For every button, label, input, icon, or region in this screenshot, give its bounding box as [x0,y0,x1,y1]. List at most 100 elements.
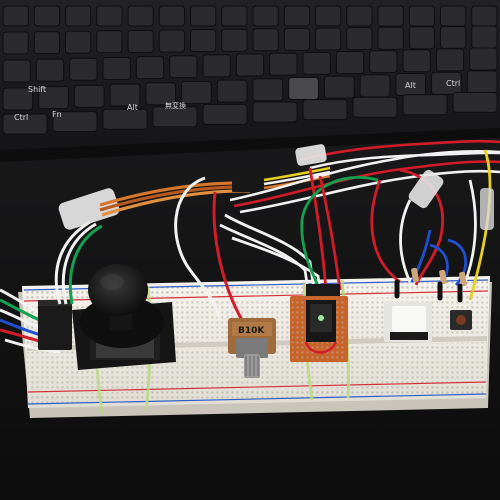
joystick-cap [88,264,148,316]
keycap [302,51,331,75]
joystick-connector [38,300,72,350]
keycap [2,87,34,111]
keycap [221,5,248,27]
keycap [335,50,365,74]
joystick-module [72,264,176,370]
dupont-connector-top [232,176,264,192]
keycap [369,50,398,74]
header-pins [306,284,340,296]
black-jumpers-right [394,279,463,303]
keycap [127,29,154,53]
heat-shrink-far-right [480,188,494,230]
keycap [2,5,29,27]
tactile-button [450,310,472,330]
keycap [252,78,284,102]
heat-shrink-right [408,169,444,209]
keycap [33,31,60,55]
keycap [408,26,435,50]
keycap [65,5,92,27]
keycap [202,54,231,78]
keycap [402,94,448,116]
keycap [73,84,105,108]
keyboard: Shift Ctrl Fn Alt 無変換 Alt Ctrl [0,0,500,162]
keycap [352,96,398,118]
proto-board [290,296,348,362]
keycap [152,106,198,128]
key-label-ctrl-right: Ctrl [446,79,460,88]
keycap [452,91,498,113]
key-label-henkan: 無変換 [165,101,186,110]
led-module [384,302,432,342]
right-wire-bundle [229,139,500,214]
bottom-rail-blue [27,393,487,405]
key-label-shift: Shift [28,85,46,94]
keycap [158,5,185,27]
keycap [102,108,148,130]
keycap [33,5,60,27]
keycap [346,5,373,27]
keycap [283,5,310,27]
keycap [127,5,154,27]
bottom-rail-red [27,381,487,393]
heat-shrink-top [295,144,327,166]
keycap [269,52,298,76]
keycap [466,70,498,94]
keycap [202,103,248,125]
keycap [408,5,435,27]
keycap [283,27,310,51]
keycap [109,83,141,107]
keycap [65,30,92,54]
keycap [252,5,279,27]
key-label-fn: Fn [52,110,62,119]
keycap [440,5,467,27]
left-upper-wires [54,220,103,305]
keycap [302,99,348,121]
keycap [69,57,98,81]
keycap [235,53,265,77]
keycap [190,5,217,27]
keycap [35,58,65,82]
keycap [216,79,248,103]
keycap [52,111,98,133]
keycap [102,56,131,80]
keycap [96,5,123,27]
keycap [96,30,123,54]
keycap [469,47,498,71]
key-label-alt: Alt [127,103,138,112]
keycap [377,5,404,27]
keycap [288,76,319,100]
keycap [190,29,217,53]
keycap [471,25,498,49]
keycap [2,113,48,135]
keycap [346,27,373,51]
keycap [323,75,355,99]
keycap [181,80,212,104]
keyboard-keys [2,5,498,135]
red-wire-to-pot [212,191,244,321]
keycap [431,71,462,95]
keycap [252,101,298,123]
pot-marking: B10K [238,326,265,336]
keycap [252,28,279,52]
center-wires [219,167,379,291]
keycap [145,82,177,106]
keycap [169,55,198,79]
potentiometer: B10K [228,318,276,378]
keycap [2,59,31,83]
heat-shrink-left [58,188,120,230]
key-label-alt-right: Alt [405,81,416,90]
keycap [359,74,391,98]
keycap [38,86,69,110]
keycap [402,49,431,73]
keycap [135,56,165,80]
keycap [158,29,185,53]
white-wire-loop [174,176,222,321]
keycap [315,5,342,27]
keycap [435,48,465,72]
keycap [377,26,404,50]
keycap [221,28,248,52]
keycap [440,25,467,49]
key-label-ctrl: Ctrl [14,113,28,122]
